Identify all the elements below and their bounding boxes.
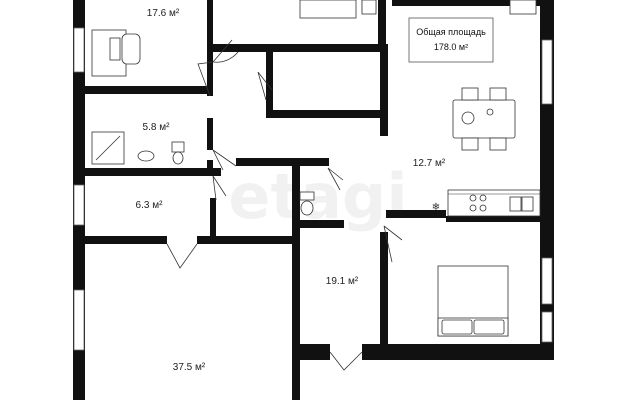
room-area-living: 37.5 м² [173,362,206,373]
bed-top-icon [299,0,357,19]
dining-table-icon [452,99,516,139]
snowflake-icon: ❄ [432,202,440,213]
toilet-icon [171,141,185,153]
total-area-title: Общая площадь [416,27,486,37]
armchair-icon [509,0,537,15]
desk-icon [91,29,127,77]
doors [166,39,403,371]
room-area-bath: 5.8 м² [143,122,171,133]
room-area-corridor: 19.1 м² [326,276,359,287]
room-area-office: 17.6 м² [147,8,180,19]
sink-icon [137,150,155,162]
toilet-icon [300,200,314,216]
fixtures: ❄ [91,0,541,337]
room-area-kitchen-dining: 12.7 м² [413,158,446,169]
total-area-box: Общая площадь 178.0 м² [408,17,494,63]
total-area-value: 178.0 м² [434,42,468,52]
room-area-wc: 6.3 м² [136,200,164,211]
chair-icon [121,33,141,65]
